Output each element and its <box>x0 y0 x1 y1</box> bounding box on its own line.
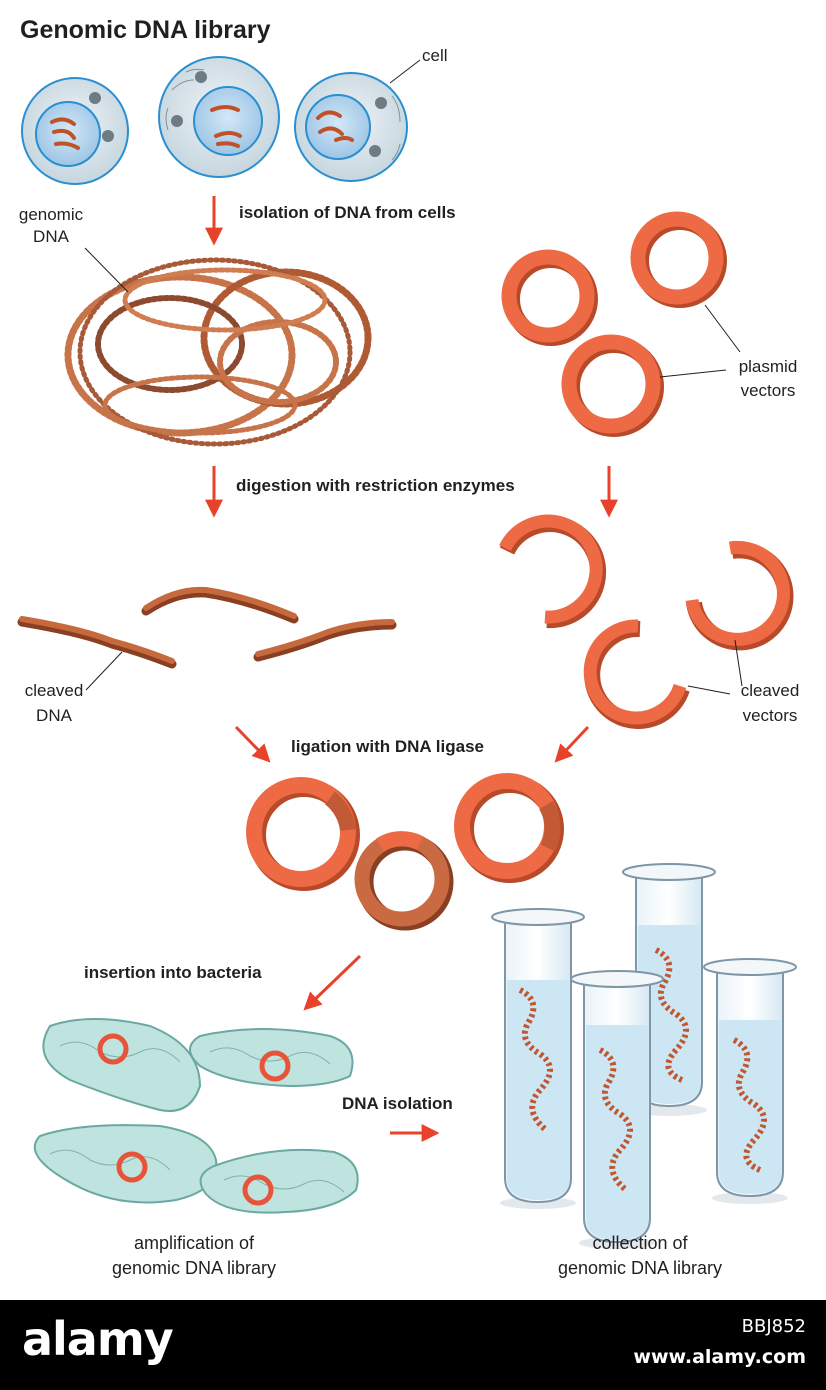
arrow-insertion <box>303 954 362 1011</box>
cell-3 <box>294 72 408 182</box>
cleaved-dna-leader <box>85 651 123 691</box>
cleaved-dna-label-line2: DNA <box>36 706 72 725</box>
collection-caption-line2: genomic DNA library <box>557 1258 723 1278</box>
plasmid-vector-2 <box>630 211 727 308</box>
collection-caption-line1: collection of <box>592 1233 688 1253</box>
image-id: BBJ852 <box>741 1316 806 1337</box>
bacterium-3 <box>33 1124 218 1204</box>
genomic-dna-tangle <box>64 257 372 447</box>
bacterium-1 <box>42 1018 202 1112</box>
cleaved-dna-label-line1: cleaved <box>24 681 84 700</box>
plasmid-vector-3 <box>561 334 664 437</box>
cell-2 <box>158 56 280 178</box>
arrow-ligation-left <box>234 725 271 763</box>
amplification-caption-line2: genomic DNA library <box>111 1258 277 1278</box>
recombinant-plasmid-2 <box>354 831 454 931</box>
genomic-dna-leader <box>84 247 129 293</box>
cleaved-vectors <box>499 514 794 729</box>
genomic-dna-label-line2: DNA <box>33 227 69 246</box>
cell-1 <box>21 77 129 185</box>
diagram-title: Genomic DNA library <box>20 16 271 44</box>
plasmid-label-line1: plasmid <box>738 357 798 376</box>
amplification-caption-line1: amplification of <box>133 1233 255 1253</box>
diagram-canvas <box>17 56 797 1249</box>
bacterium-2 <box>189 1028 354 1088</box>
genomic-dna-label-line1: genomic <box>18 205 84 224</box>
plasmid-leader-1 <box>704 304 741 353</box>
arrow-ligation-right <box>554 725 590 763</box>
plasmid-label-line2: vectors <box>740 381 796 400</box>
plasmid-vector-1 <box>501 249 598 346</box>
step-dna-isolation: DNA isolation <box>342 1094 453 1113</box>
test-tube-3 <box>570 970 664 1249</box>
cleaved-vectors-label-line2: vectors <box>742 706 798 725</box>
cleaved-vector-leader-2 <box>687 685 731 695</box>
plasmid-leader-2 <box>659 369 727 378</box>
cell-label: cell <box>422 46 448 65</box>
test-tube-1 <box>491 908 585 1209</box>
step-insertion: insertion into bacteria <box>84 963 262 982</box>
step-digestion: digestion with restriction enzymes <box>236 476 515 495</box>
test-tube-4 <box>703 958 797 1204</box>
bacterium-4 <box>199 1148 359 1214</box>
alamy-logo: alamy <box>22 1312 174 1366</box>
site-url: www.alamy.com <box>633 1346 806 1368</box>
step-isolation: isolation of DNA from cells <box>239 203 456 222</box>
cell-leader <box>389 59 421 84</box>
cleaved-dna-fragments <box>17 586 397 669</box>
watermark-footer: alamy BBJ852 www.alamy.com <box>0 1300 826 1390</box>
step-ligation: ligation with DNA ligase <box>291 737 484 756</box>
recombinant-plasmid-3 <box>454 773 564 883</box>
recombinant-plasmid-1 <box>246 777 360 891</box>
cleaved-vectors-label-line1: cleaved <box>740 681 800 700</box>
cleaved-vector-leader-1 <box>734 639 743 687</box>
